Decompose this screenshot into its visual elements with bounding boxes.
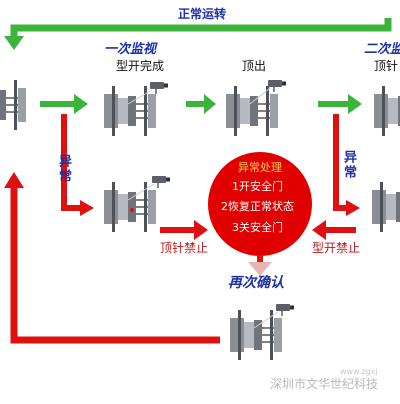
machine-left-top	[0, 79, 27, 131]
red-arrow-stop-mold-open	[312, 220, 356, 240]
red-return-loop	[4, 172, 220, 344]
green-arrow-1	[40, 94, 88, 114]
watermark-url: www.zgxj	[340, 367, 378, 376]
green-arrow-3	[318, 94, 362, 114]
machine-eject	[225, 79, 287, 137]
handling-step-2: 2恢复正常状态	[221, 200, 294, 213]
machine-right-top	[373, 85, 400, 137]
red-arrow-down	[248, 256, 272, 276]
top-loop-arrow	[4, 18, 392, 50]
handling-step-1: 1开安全门	[232, 180, 283, 193]
reconfirm-label: 再次确认	[228, 275, 284, 291]
stop-mold-open-label: 型开禁止	[312, 241, 361, 255]
red-arrow-abnormal-left	[61, 114, 94, 216]
machine-abnormal-right	[371, 181, 400, 233]
stop-eject-label: 顶针禁止	[160, 241, 209, 255]
machine-reconfirm	[229, 303, 295, 361]
watermark-text: 深圳市文华世纪科技	[270, 377, 379, 391]
stage-eject-right: 顶针	[374, 59, 399, 73]
red-arrow-abnormal-right	[333, 114, 360, 216]
stage-mold-open-complete: 型开完成	[116, 59, 165, 73]
monitor-1-label: 一次监视	[104, 42, 157, 57]
abnormal-right-label: 异常	[341, 150, 356, 180]
abnormal-left-label: 异常	[56, 154, 71, 184]
abnormal-handling-circle	[208, 152, 312, 256]
red-arrow-stop-eject	[160, 220, 208, 240]
machine-mold-open	[103, 81, 169, 137]
green-arrow-2	[186, 94, 216, 114]
machine-abnormal-left	[103, 175, 171, 233]
stage-eject: 顶出	[242, 59, 267, 73]
top-loop-label: 正常运转	[178, 7, 227, 21]
handling-step-3: 3关安全门	[232, 221, 283, 234]
handling-title: 异常处理	[238, 161, 282, 174]
monitor-2-label: 二次监	[364, 42, 400, 57]
